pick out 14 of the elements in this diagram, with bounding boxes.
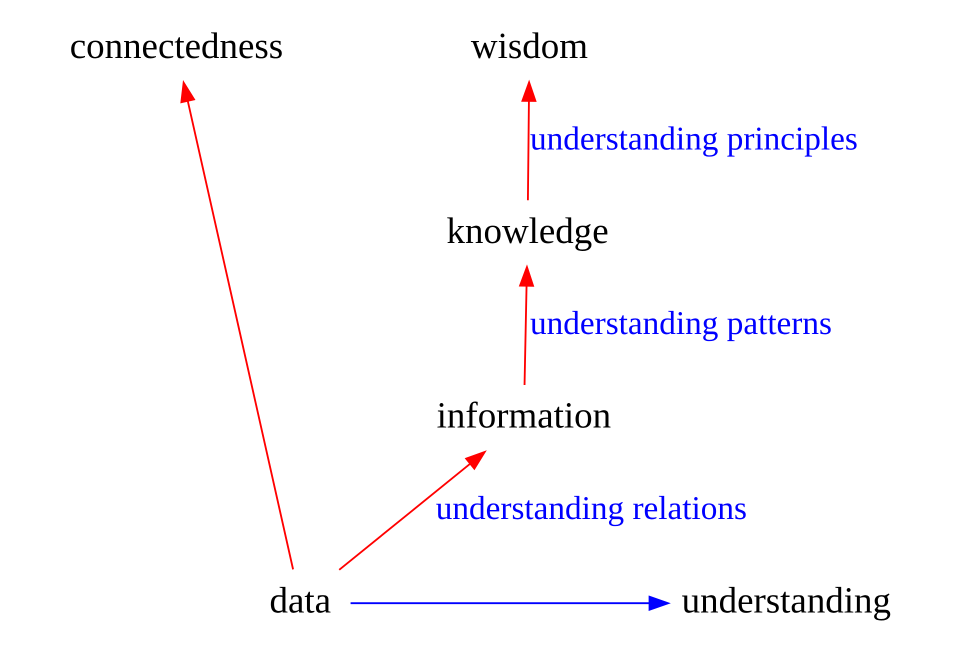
- edge-label: understanding relations: [436, 490, 747, 527]
- arrow: [338, 450, 487, 571]
- arrow: [180, 80, 294, 570]
- node-text: understanding: [682, 579, 892, 620]
- node-text: knowledge: [446, 210, 609, 251]
- node-text: data: [269, 579, 332, 620]
- arrow: [518, 264, 534, 386]
- node-text: wisdom: [470, 25, 588, 66]
- arrow: [521, 80, 537, 200]
- node-text: connectedness: [70, 25, 284, 66]
- edge-label: understanding patterns: [530, 305, 832, 342]
- node-text: information: [436, 394, 612, 436]
- arrow: [350, 595, 671, 611]
- edge-label: understanding principles: [530, 120, 858, 158]
